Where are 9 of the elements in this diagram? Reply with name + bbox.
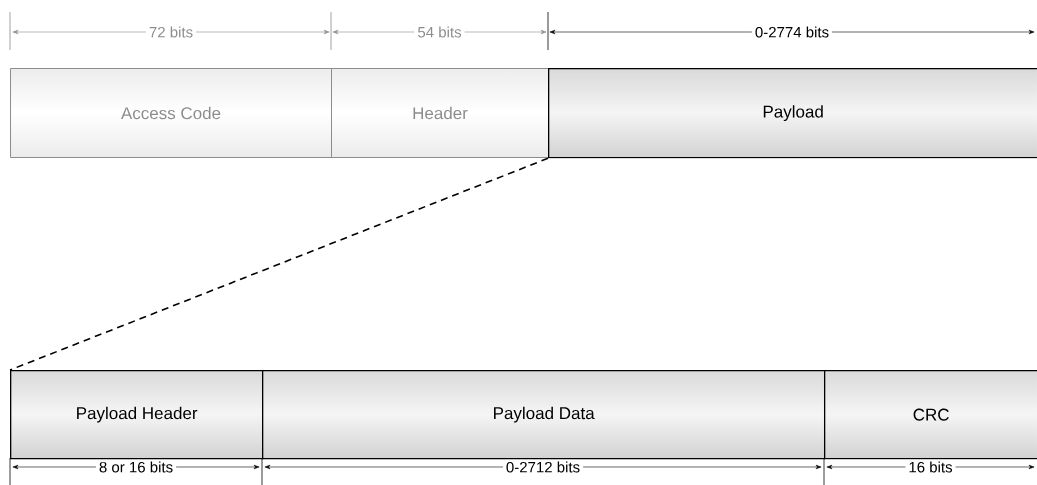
field-box: Payload Header <box>10 370 264 460</box>
zoom-line <box>9 157 549 371</box>
dimension-label: 0-2774 bits <box>751 23 833 41</box>
field-box: Header <box>331 68 549 158</box>
field-box: CRC <box>824 370 1037 460</box>
dimension-label: 72 bits <box>145 23 197 41</box>
field-box: Payload <box>548 68 1037 159</box>
dimension-label: 54 bits <box>414 23 465 41</box>
field-box: Access Code <box>10 68 332 158</box>
